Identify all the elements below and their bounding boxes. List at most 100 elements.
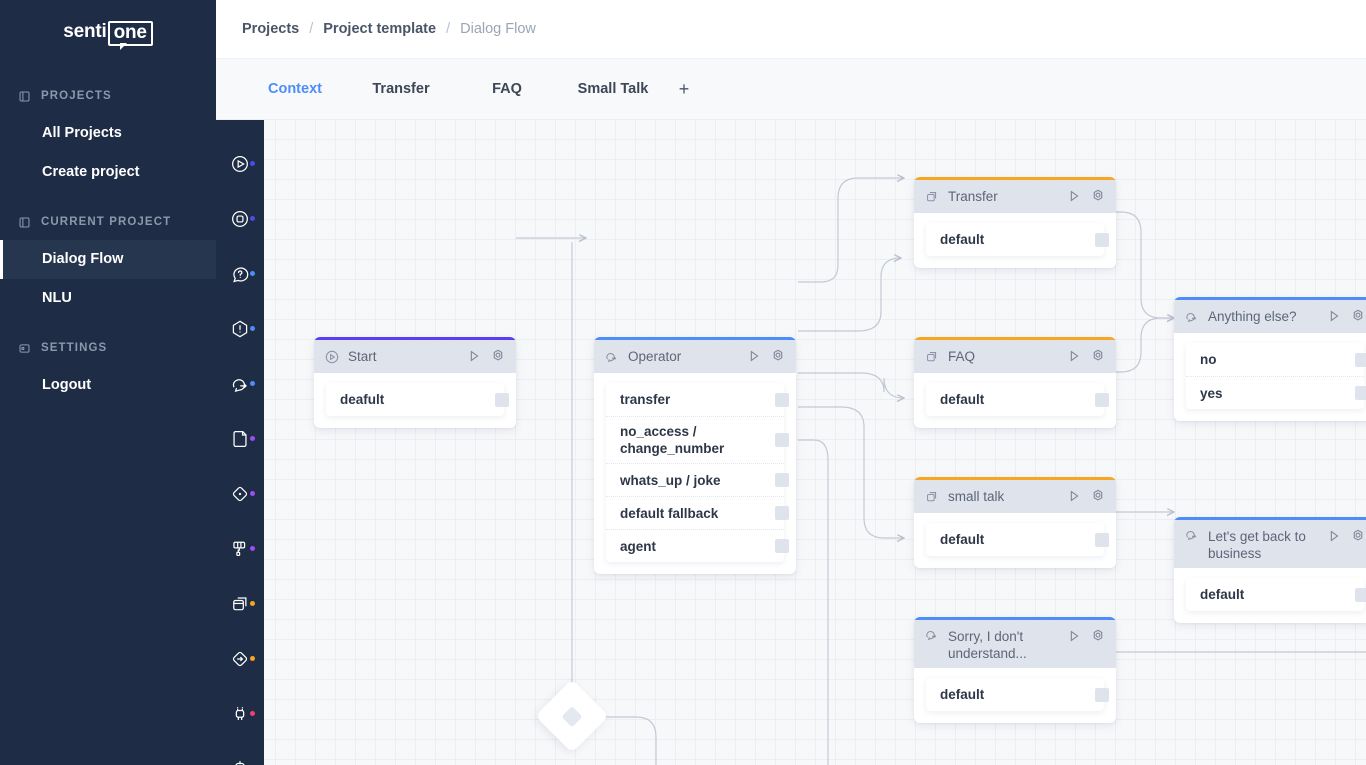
palette-item-play[interactable] (216, 136, 264, 191)
run-icon[interactable] (1066, 488, 1082, 504)
node-row[interactable]: transfer (606, 383, 789, 416)
sidebar-item-create-project[interactable]: Create project (42, 164, 140, 180)
gear-icon[interactable] (1090, 628, 1106, 644)
flow-node-operator[interactable]: Operator (594, 337, 796, 574)
gear-icon[interactable] (1350, 308, 1366, 324)
run-icon[interactable] (1326, 308, 1342, 324)
output-port[interactable] (1095, 687, 1109, 702)
run-icon[interactable] (466, 348, 482, 364)
node-row[interactable]: default (926, 523, 1109, 556)
breadcrumb-item-projects[interactable]: Projects (242, 21, 300, 37)
palette-item-document[interactable] (216, 411, 264, 466)
tab-transfer[interactable]: Transfer (372, 81, 430, 97)
tab-small-talk[interactable]: Small Talk (577, 81, 649, 97)
node-header[interactable]: Start (314, 340, 516, 373)
output-port[interactable] (775, 433, 789, 447)
run-icon[interactable] (1066, 188, 1082, 204)
tab-faq[interactable]: FAQ (492, 81, 522, 97)
sidebar-item-logout[interactable]: Logout (42, 377, 92, 393)
output-port[interactable] (1355, 587, 1366, 602)
stop-square-circle-icon (229, 208, 251, 230)
output-port[interactable] (1095, 532, 1109, 547)
node-row[interactable]: default (926, 383, 1109, 416)
robot-small-icon (229, 703, 251, 725)
palette-item-stacked-boxes[interactable] (216, 576, 264, 631)
palette-item-question[interactable] (216, 246, 264, 301)
node-row[interactable]: default (926, 223, 1109, 256)
run-icon[interactable] (746, 348, 762, 364)
node-row[interactable]: yes (1186, 376, 1366, 409)
node-accent-bar (314, 337, 516, 340)
palette-item-robot-small[interactable] (216, 686, 264, 741)
node-header[interactable]: Transfer (914, 180, 1116, 213)
palette-dot (250, 326, 255, 331)
node-row[interactable]: deafult (326, 383, 509, 416)
node-row[interactable]: default (1186, 578, 1366, 611)
logo-text-primary: senti (63, 20, 107, 42)
output-port[interactable] (775, 473, 789, 487)
flow-node-transfer[interactable]: Transfer (914, 177, 1116, 268)
output-port[interactable] (495, 392, 509, 407)
node-body: default (1174, 568, 1366, 623)
node-header[interactable]: FAQ (914, 340, 1116, 373)
palette-item-diamond-arrow[interactable] (216, 631, 264, 686)
palette-dot (250, 161, 255, 166)
output-port[interactable] (1095, 232, 1109, 247)
sidebar-item-all-projects[interactable]: All Projects (42, 125, 122, 141)
diamond-dot-icon (229, 483, 251, 505)
palette-item-stop[interactable] (216, 191, 264, 246)
gear-icon[interactable] (1090, 188, 1106, 204)
node-accent-bar (914, 477, 1116, 480)
flow-node-start[interactable]: Start de (314, 337, 516, 428)
gear-icon[interactable] (770, 348, 786, 364)
node-row[interactable]: whats_up / joke (606, 463, 789, 496)
dialog-flow-canvas[interactable]: Start de (216, 120, 1366, 765)
node-header[interactable]: Anything else? (1174, 300, 1366, 333)
palette-item-paint-roller[interactable] (216, 521, 264, 576)
sidebar-item-nlu[interactable]: NLU (42, 290, 72, 306)
node-rows: no yes (1186, 343, 1366, 409)
node-header[interactable]: Sorry, I don't understand... (914, 620, 1116, 668)
gear-icon[interactable] (1350, 528, 1366, 544)
node-header[interactable]: small talk (914, 480, 1116, 513)
gear-icon[interactable] (1090, 488, 1106, 504)
run-icon[interactable] (1066, 348, 1082, 364)
gear-icon[interactable] (490, 348, 506, 364)
output-port[interactable] (775, 539, 789, 553)
flow-node-small-talk[interactable]: small talk (914, 477, 1116, 568)
node-row[interactable]: no_access / change_number (606, 416, 789, 463)
flow-node-sorry[interactable]: Sorry, I don't understand... (914, 617, 1116, 723)
node-row[interactable]: agent (606, 529, 789, 562)
gear-icon[interactable] (1090, 348, 1106, 364)
palette-item-diamond-dot[interactable] (216, 466, 264, 521)
node-row[interactable]: no (1186, 343, 1366, 376)
tab-context[interactable]: Context (268, 81, 322, 97)
node-row[interactable]: default (926, 678, 1109, 711)
breadcrumb-item-project-template[interactable]: Project template (323, 21, 437, 37)
node-body: transfer no_access / change_number whats… (594, 373, 796, 574)
flow-node-faq[interactable]: FAQ defa (914, 337, 1116, 428)
palette-item-alert[interactable] (216, 301, 264, 356)
run-icon[interactable] (1066, 628, 1082, 644)
add-tab-button[interactable]: + (678, 78, 690, 99)
sidebar-section-label: PROJECTS (41, 90, 112, 102)
output-port[interactable] (1355, 386, 1366, 400)
palette-dot (250, 546, 255, 551)
output-port[interactable] (1095, 392, 1109, 407)
run-icon[interactable] (1326, 528, 1342, 544)
flow-connections (516, 120, 1366, 765)
flow-node-back-to-business[interactable]: Let's get back to business (1174, 517, 1366, 623)
sidebar-item-dialog-flow[interactable]: Dialog Flow (0, 240, 216, 279)
palette-item-reply[interactable] (216, 356, 264, 411)
flow-node-anything-else[interactable]: Anything else? (1174, 297, 1366, 421)
node-header[interactable]: Let's get back to business (1174, 520, 1366, 568)
palette-item-robot[interactable] (216, 741, 264, 765)
output-port[interactable] (1355, 352, 1366, 367)
output-port[interactable] (775, 506, 789, 520)
node-header[interactable]: Operator (594, 340, 796, 373)
app-logo[interactable]: senti one (0, 0, 216, 66)
output-port[interactable] (775, 392, 789, 407)
play-circle-icon (229, 153, 251, 175)
node-row[interactable]: default fallback (606, 496, 789, 529)
palette-dot (250, 436, 255, 441)
